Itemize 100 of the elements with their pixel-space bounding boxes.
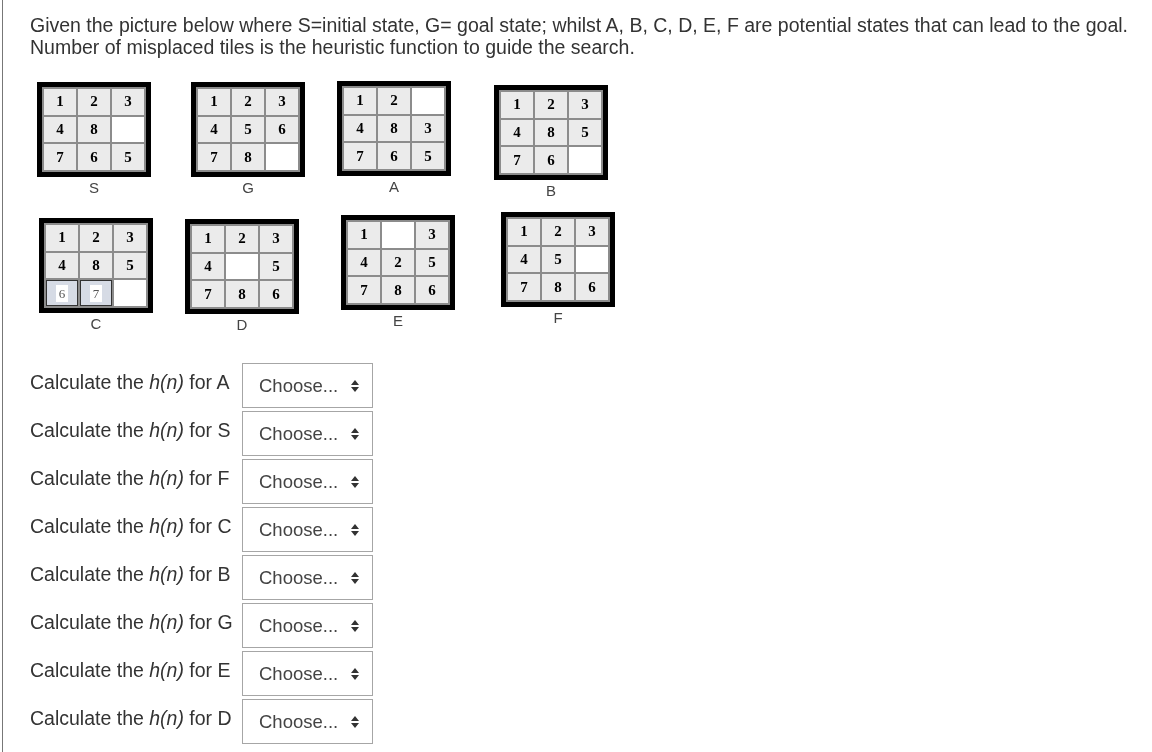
number-tile: 3 — [114, 225, 146, 251]
number-tile: 1 — [192, 226, 224, 252]
number-tile: 2 — [382, 249, 414, 276]
number-tile: 7 — [192, 281, 224, 307]
number-tile: 1 — [501, 92, 533, 118]
board-caption: E — [393, 313, 403, 329]
number-tile: 2 — [78, 89, 110, 115]
empty-tile — [114, 280, 146, 306]
puzzle-board — [39, 218, 153, 313]
dropdown-select: Choose... — [242, 699, 373, 744]
puzzle-board — [494, 85, 608, 180]
number-tile: 8 — [232, 144, 264, 170]
number-tile: 3 — [266, 89, 298, 115]
number-tile: 6 — [260, 281, 292, 307]
empty-tile — [569, 147, 601, 173]
question-prompt: Calculate the h(n) for E — [30, 659, 231, 681]
number-tile: 6 — [535, 147, 567, 173]
number-tile: 3 — [260, 226, 292, 252]
number-tile: 3 — [416, 222, 448, 248]
number-tile: 4 — [198, 116, 230, 143]
question-prompt: Calculate the h(n) for C — [30, 515, 232, 537]
dropdown-select: Choose... — [242, 411, 373, 456]
question-prompt: Calculate the h(n) for B — [30, 563, 231, 585]
number-tile: 5 — [232, 116, 264, 143]
number-tile: 6 — [576, 274, 608, 300]
puzzle-board — [185, 219, 299, 314]
number-tile: 6 — [378, 143, 410, 169]
number-tile: 5 — [112, 144, 144, 170]
number-tile: 6 — [266, 116, 298, 143]
question-prompt: Calculate the h(n) for D — [30, 707, 232, 729]
number-tile: 8 — [226, 281, 258, 307]
empty-tile — [412, 88, 444, 114]
board-caption: A — [389, 179, 399, 195]
dropdown-select: Choose... — [242, 507, 373, 552]
puzzle-board — [341, 215, 455, 310]
board-caption: F — [553, 310, 563, 326]
number-tile: 3 — [569, 92, 601, 118]
number-tile: 7 — [80, 280, 112, 306]
number-tile: 3 — [576, 219, 608, 245]
number-tile: 4 — [501, 119, 533, 146]
number-tile: 7 — [198, 144, 230, 170]
number-tile: 1 — [508, 219, 540, 245]
dropdown-select: Choose... — [242, 603, 373, 648]
dropdown-select: Choose... — [242, 363, 373, 408]
number-tile: 5 — [114, 252, 146, 279]
dropdown-select: Choose... — [242, 651, 373, 696]
number-tile: 7 — [344, 143, 376, 169]
question-prompt: Calculate the h(n) for G — [30, 611, 233, 633]
number-tile: 8 — [378, 115, 410, 142]
board-caption: D — [236, 317, 248, 333]
number-tile: 8 — [80, 252, 112, 279]
number-tile: 2 — [226, 226, 258, 252]
question-prompt: Calculate the h(n) for F — [30, 467, 230, 489]
number-tile: 6 — [416, 277, 448, 303]
question-prompt: Calculate the h(n) for A — [30, 371, 230, 393]
puzzle-board — [501, 212, 615, 307]
number-tile: 6 — [78, 144, 110, 170]
dropdown-select: Choose... — [242, 555, 373, 600]
number-tile: 3 — [112, 89, 144, 115]
number-tile: 5 — [412, 143, 444, 169]
number-tile: 1 — [46, 225, 78, 251]
number-tile: 2 — [80, 225, 112, 251]
number-tile: 1 — [344, 88, 376, 114]
number-tile: 1 — [348, 222, 380, 248]
number-tile: 3 — [412, 115, 444, 142]
number-tile: 2 — [535, 92, 567, 118]
number-tile: 5 — [260, 253, 292, 280]
board-caption: B — [546, 183, 556, 199]
number-tile: 4 — [46, 252, 78, 279]
number-tile: 6 — [46, 280, 78, 306]
board-caption: S — [89, 180, 99, 196]
number-tile: 5 — [542, 246, 574, 273]
number-tile: 7 — [44, 144, 76, 170]
number-tile: 4 — [192, 253, 224, 280]
empty-tile — [266, 144, 298, 170]
puzzle-board — [37, 82, 151, 177]
empty-tile — [226, 253, 258, 280]
number-tile: 4 — [508, 246, 540, 273]
number-tile: 5 — [416, 249, 448, 276]
number-tile: 5 — [569, 119, 601, 146]
question-text: Given the picture below where S=initial state, G= goal state; whilst A, B, C, D, E, F are potential states that can lead to the goal. Number of misplaced tiles is the heuristic function to guide the search. — [30, 14, 1129, 58]
number-tile: 7 — [348, 277, 380, 303]
number-tile: 1 — [198, 89, 230, 115]
board-caption: G — [242, 180, 254, 196]
number-tile: 4 — [44, 116, 76, 143]
number-tile: 7 — [501, 147, 533, 173]
number-tile: 4 — [348, 249, 380, 276]
dropdown-select: Choose... — [242, 459, 373, 504]
empty-tile — [112, 116, 144, 143]
board-caption: C — [90, 316, 102, 332]
number-tile: 2 — [542, 219, 574, 245]
number-tile: 2 — [232, 89, 264, 115]
number-tile: 4 — [344, 115, 376, 142]
number-tile: 8 — [542, 274, 574, 300]
puzzle-board — [191, 82, 305, 177]
question-prompt: Calculate the h(n) for S — [30, 419, 231, 441]
number-tile: 2 — [378, 88, 410, 114]
number-tile: 8 — [535, 119, 567, 146]
number-tile: 8 — [78, 116, 110, 143]
number-tile: 8 — [382, 277, 414, 303]
